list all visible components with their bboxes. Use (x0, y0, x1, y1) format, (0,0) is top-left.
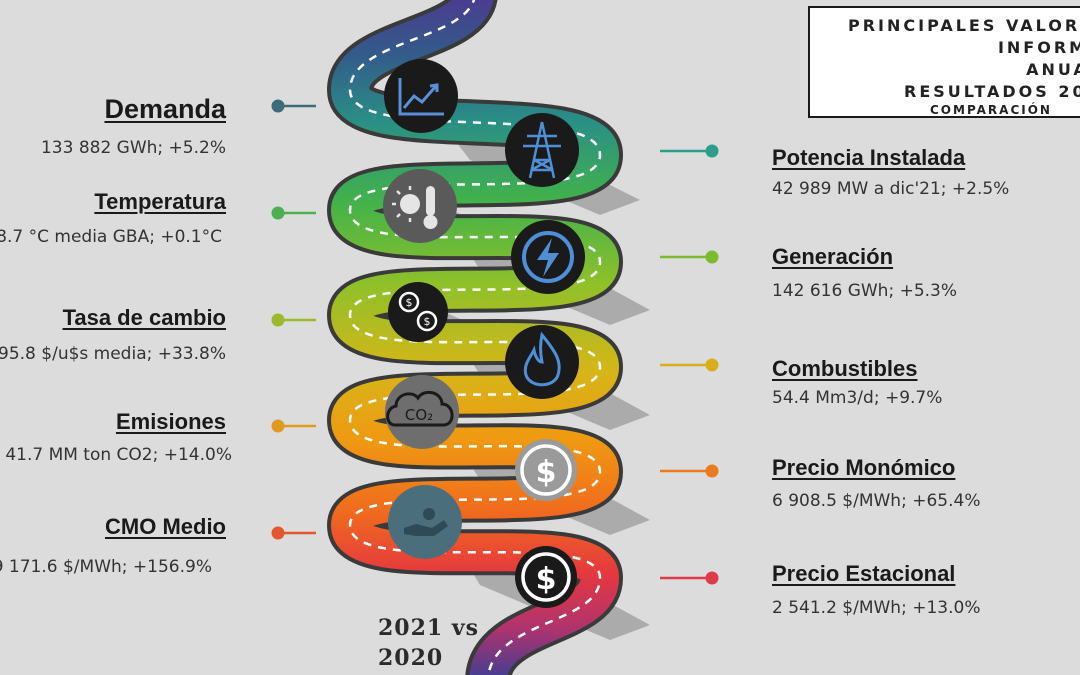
co2-cloud-icon: CO₂ (385, 375, 459, 449)
indicator-value-potencia-instalada: 42 989 MW a dic'21; +2.5% (772, 179, 1010, 199)
indicator-title-combustibles: Combustibles (772, 356, 918, 381)
indicator-title-potencia-instalada: Potencia Instalada (772, 145, 966, 170)
indicator-title-temperatura: Temperatura (94, 189, 226, 214)
indicator-title-precio-estacional: Precio Estacional (772, 561, 956, 586)
thermometer-sun-icon (383, 169, 457, 243)
svg-text:$: $ (406, 296, 413, 309)
indicator-value-temperatura: 18.7 °C media GBA; +0.1°C (0, 227, 222, 247)
indicator-value-generacion: 142 616 GWh; +5.3% (772, 281, 958, 301)
indicator-value-combustibles: 54.4 Mm3/d; +9.7% (772, 388, 943, 408)
svg-text:$: $ (424, 315, 431, 328)
dollar-coin-icon: $ (515, 439, 577, 501)
indicator-title-emisiones: Emisiones (115, 409, 226, 434)
header-line-4: RESULTADOS 2021 (904, 82, 1080, 101)
indicator-title-generacion: Generación (772, 244, 894, 269)
indicator-value-precio-monomico: 6 908.5 $/MWh; +65.4% (772, 491, 981, 511)
indicator-value-emisiones: 41.7 MM ton CO2; +14.0% (5, 445, 232, 465)
dollar-coin-icon: $ (515, 546, 577, 608)
indicator-value-precio-estacional: 2 541.2 $/MWh; +13.0% (772, 598, 981, 618)
indicator-title-demanda: Demanda (104, 94, 226, 124)
svg-text:$: $ (536, 562, 557, 597)
currency-exchange-icon: $ $ (388, 282, 448, 342)
year-comparison-line-1: 2021 vs (378, 615, 480, 641)
header-line-2: INFORME (997, 38, 1080, 57)
indicator-title-cmo-medio: CMO Medio (105, 514, 226, 539)
svg-text:CO₂: CO₂ (405, 406, 433, 424)
header-line-3: ANUAL (1026, 60, 1080, 79)
indicator-title-tasa-de-cambio: Tasa de cambio (62, 305, 226, 330)
svg-text:$: $ (536, 455, 557, 490)
power-tower-icon (505, 113, 579, 187)
flame-icon (505, 325, 579, 399)
indicator-value-cmo-medio: 9 171.6 $/MWh; +156.9% (0, 557, 212, 577)
header-line-5: COMPARACIÓN (930, 103, 1052, 117)
year-comparison-line-2: 2020 (378, 645, 444, 671)
indicator-value-tasa-de-cambio: 95.8 $/u$s media; +33.8% (0, 344, 226, 364)
connectors (271, 99, 719, 585)
line-chart-icon (384, 59, 458, 133)
lightning-icon (511, 220, 585, 294)
hand-money-icon (388, 485, 462, 559)
indicator-title-precio-monomico: Precio Monómico (772, 455, 956, 480)
header-line-1: PRINCIPALES VALORES (848, 16, 1080, 35)
indicator-value-demanda: 133 882 GWh; +5.2% (40, 138, 226, 158)
header-box: PRINCIPALES VALORES INFORME ANUAL RESULT… (808, 6, 1080, 118)
